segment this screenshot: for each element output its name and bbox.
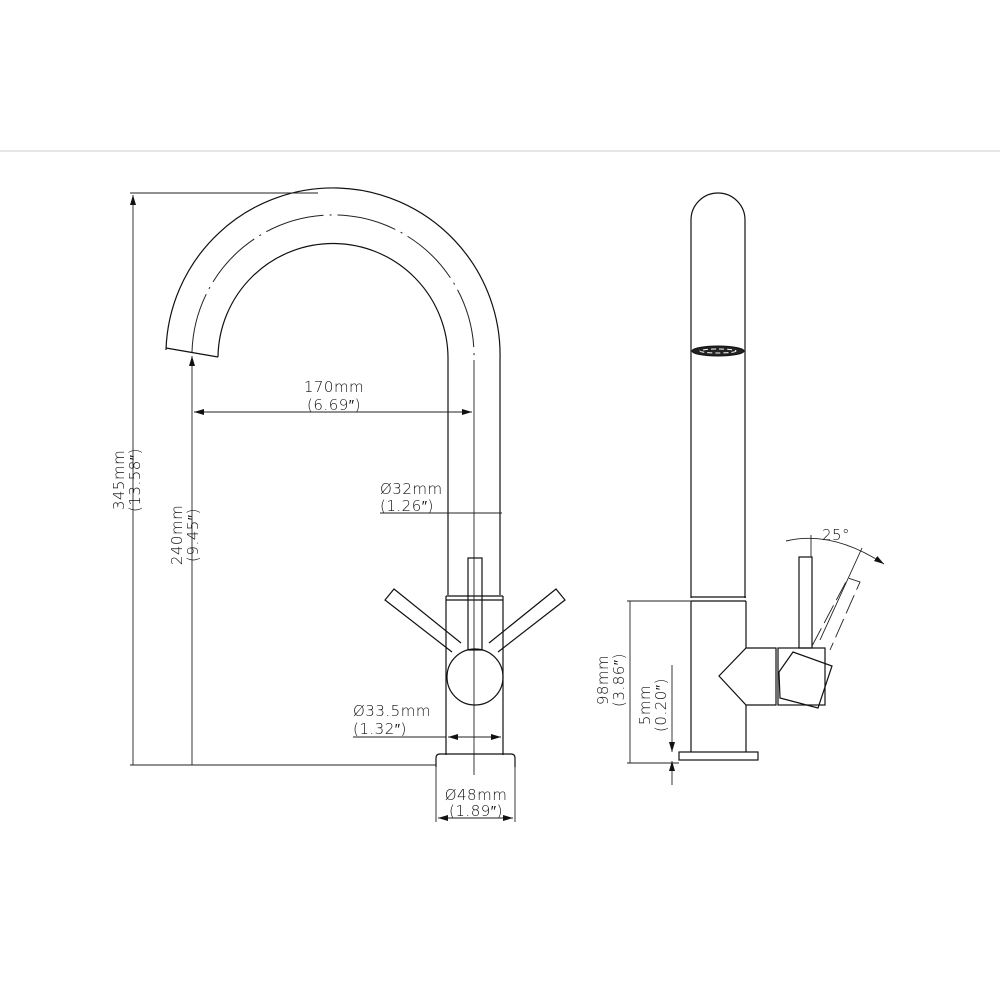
dimension-reach: 170mm (6.69″) [194,378,472,415]
dimension-total-height: 345mm (13.58″) [110,192,436,766]
front-view: 345mm (13.58″) 240mm (9.45″) 170mm (6.69… [110,187,566,822]
spout-height-mm: 240mm [168,505,186,565]
spout [165,187,501,595]
total-height-inch: (13.58″) [126,448,144,512]
base-thickness-inch: (0.20″) [652,678,670,732]
dimension-lever-angle: 25° [785,526,885,641]
body-side [678,596,759,761]
dimension-body-height: 98mm (3.86″) [594,600,691,764]
reach-mm: 170mm [304,378,364,396]
base-thickness-mm: 5mm [636,685,654,725]
side-view: 25° 98mm (3.86″) 5mm (0.20″) [594,192,885,785]
body-height-mm: 98mm [594,655,612,705]
spout-diameter-inch: (1.26″) [380,497,434,515]
spout-height-inch: (9.45″) [184,508,202,562]
body-diameter-mm: Ø33.5mm [353,702,431,720]
base-diameter-inch: (1.89″) [449,802,503,820]
dimension-spout-diameter: Ø32mm (1.26″) [380,480,502,515]
dimension-spout-height: 240mm (9.45″) [168,356,202,765]
body-diameter-inch: (1.32″) [353,720,407,738]
spout-diameter-mm: Ø32mm [380,480,443,498]
spout-side [690,192,746,598]
body-height-inch: (3.86″) [610,653,628,707]
dimension-base-diameter: Ø48mm (1.89″) [435,767,516,822]
lever-angle: 25° [822,526,850,544]
reach-inch: (6.69″) [307,396,361,414]
dimension-base-thickness: 5mm (0.20″) [636,665,675,785]
base-diameter-mm: Ø48mm [445,786,508,804]
total-height-mm: 345mm [110,450,128,510]
handle [384,557,566,706]
handle-side [718,556,861,709]
aerator [691,345,745,357]
dimension-body-diameter: Ø33.5mm (1.32″) [353,702,501,740]
